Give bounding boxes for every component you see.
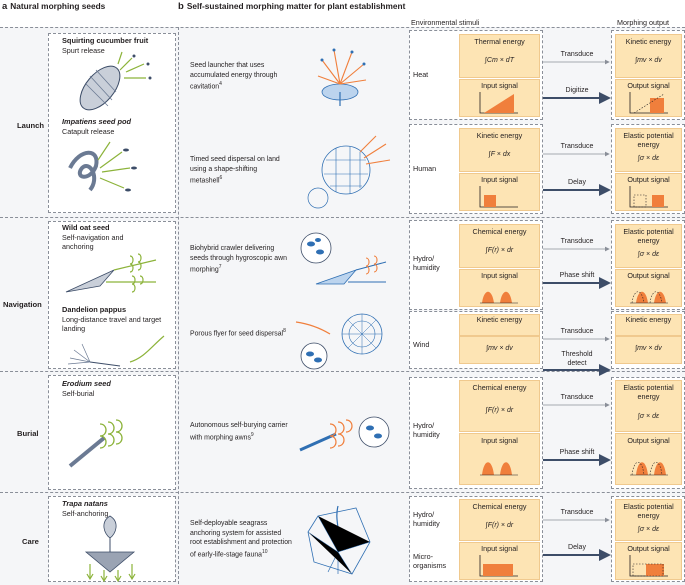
stimulus-label: Hydro/ humidity bbox=[413, 421, 440, 439]
stimulus-label: Wind bbox=[413, 340, 430, 349]
signal-graph bbox=[480, 462, 518, 476]
transform-label: Threshold detect bbox=[561, 351, 593, 367]
transform-label: Transduce bbox=[560, 328, 594, 335]
seed-subtitle: Self-burial bbox=[62, 389, 95, 398]
seed-title: Trapa natans bbox=[62, 499, 108, 508]
seed-subtitle: Self-anchoring bbox=[62, 509, 109, 518]
output-energy-formula-panel: ∫mv × dv bbox=[615, 336, 682, 364]
biohybrid-crawler-illustration bbox=[300, 232, 387, 285]
output-signal-panel: Output signal bbox=[615, 433, 682, 485]
seagrass-anchor-illustration bbox=[307, 505, 371, 575]
input-energy-panel: Chemical energy ∫F(r) × dr bbox=[459, 224, 540, 268]
transform-label: Transduce bbox=[560, 143, 594, 150]
signal-graph bbox=[629, 92, 668, 114]
signal-graph bbox=[480, 291, 518, 304]
stimulus-label: Human bbox=[413, 164, 437, 173]
seed-subtitle: Spurt release bbox=[62, 46, 105, 55]
output-energy-panel: Elastic potential energy ∫σ × dε bbox=[615, 499, 682, 541]
impatiens-pod-illustration bbox=[68, 141, 137, 192]
input-signal-panel: Input signal bbox=[459, 173, 540, 211]
output-column-header: Morphing output bbox=[617, 18, 669, 27]
row-label-burial: Burial bbox=[17, 429, 39, 438]
seed-title: Wild oat seed bbox=[62, 223, 110, 232]
transform-label: Transduce bbox=[560, 394, 594, 401]
design-description: Biohybrid crawler delivering seeds throu… bbox=[190, 245, 287, 274]
row-label-care: Care bbox=[22, 537, 39, 546]
column-divider bbox=[178, 27, 179, 584]
seed-subtitle: Self-navigation and anchoring bbox=[62, 233, 124, 251]
design-description: Autonomous self-burying carrier with mor… bbox=[190, 422, 288, 441]
seed-launcher-illustration bbox=[317, 48, 367, 106]
signal-graph bbox=[630, 461, 668, 476]
transform-label: Transduce bbox=[560, 238, 594, 245]
transform-label: Digitize bbox=[565, 87, 589, 94]
output-energy-panel: Kinetic energy ∫mv × dv bbox=[615, 34, 682, 78]
seed-title: Impatiens seed pod bbox=[62, 117, 131, 126]
input-energy-panel: Kinetic energy ∫F × dx bbox=[459, 128, 540, 172]
output-signal-panel: Output signal bbox=[615, 79, 682, 117]
transform-label: Transduce bbox=[560, 509, 594, 516]
transform-label: Phase shift bbox=[559, 272, 595, 279]
signal-graph bbox=[479, 186, 518, 208]
seed-title: Squirting cucumber fruit bbox=[62, 36, 149, 45]
row-label-launch: Launch bbox=[17, 121, 45, 130]
design-description: Timed seed dispersal on land using a sha… bbox=[190, 156, 280, 185]
transform-label: Delay bbox=[568, 179, 586, 186]
design-description: Porous flyer for seed dispersal8 bbox=[190, 328, 286, 338]
trapa-natans-illustration bbox=[84, 515, 136, 583]
stimulus-label: Heat bbox=[413, 70, 429, 79]
squirting-cucumber-illustration bbox=[79, 51, 152, 111]
seed-subtitle: Catapult release bbox=[62, 127, 115, 136]
input-signal-panel: Input signal bbox=[459, 79, 540, 117]
signal-graph bbox=[629, 186, 668, 208]
output-signal-panel: Output signal bbox=[615, 542, 682, 580]
seed-title: Erodium seed bbox=[62, 379, 111, 388]
input-signal-panel: Input signal bbox=[459, 269, 540, 307]
design-description: Self-deployable seagrass anchoring syste… bbox=[190, 520, 292, 559]
porous-flyer-illustration bbox=[295, 313, 383, 370]
stimulus-label: Hydro/ humidity bbox=[413, 510, 440, 528]
metashell-illustration bbox=[307, 135, 391, 209]
output-signal-panel: Output signal bbox=[615, 269, 682, 307]
output-energy-panel: Elastic potential energy ∫σ × dε bbox=[615, 380, 682, 432]
seed-subtitle: Long-distance travel and target landing bbox=[62, 315, 162, 333]
transform-label: Delay bbox=[568, 544, 586, 551]
row-label-navigation: Navigation bbox=[3, 300, 42, 309]
signal-graph bbox=[630, 291, 668, 304]
signal-graph bbox=[629, 555, 668, 577]
input-energy-panel: Chemical energy ∫F(r) × dr bbox=[459, 499, 540, 541]
wild-oat-illustration bbox=[65, 253, 157, 293]
signal-graph bbox=[479, 555, 518, 577]
input-energy-panel: Kinetic energy bbox=[459, 314, 540, 336]
signal-graph bbox=[479, 92, 518, 114]
input-signal-panel: Input signal bbox=[459, 542, 540, 580]
stimulus-label: Micro-organisms bbox=[413, 552, 447, 570]
transform-arrows bbox=[543, 59, 611, 561]
self-burying-carrier-illustration bbox=[299, 416, 390, 452]
input-energy-panel: Thermal energy ∫Cm × dT bbox=[459, 34, 540, 78]
seed-title: Dandelion pappus bbox=[62, 305, 127, 314]
input-signal-panel: Input signal bbox=[459, 433, 540, 485]
output-signal-panel: Output signal bbox=[615, 173, 682, 211]
stimulus-label: Hydro/ humidity bbox=[413, 254, 440, 272]
erodium-illustration bbox=[68, 419, 123, 468]
output-energy-panel: Elastic potential energy ∫σ × dε bbox=[615, 128, 682, 172]
transform-label: Phase shift bbox=[559, 449, 595, 456]
stimuli-column-header: Environmental stimuli bbox=[411, 18, 480, 27]
design-description: Seed launcher that uses accumulated ener… bbox=[190, 62, 278, 91]
transform-label: Transduce bbox=[560, 51, 594, 58]
input-energy-formula-panel: ∫mv × dv bbox=[459, 336, 540, 364]
input-energy-panel: Chemical energy ∫F(r) × dr bbox=[459, 380, 540, 432]
output-energy-panel: Kinetic energy bbox=[615, 314, 682, 336]
dandelion-illustration bbox=[67, 335, 165, 367]
output-energy-panel: Elastic potential energy ∫σ × dε bbox=[615, 224, 682, 268]
